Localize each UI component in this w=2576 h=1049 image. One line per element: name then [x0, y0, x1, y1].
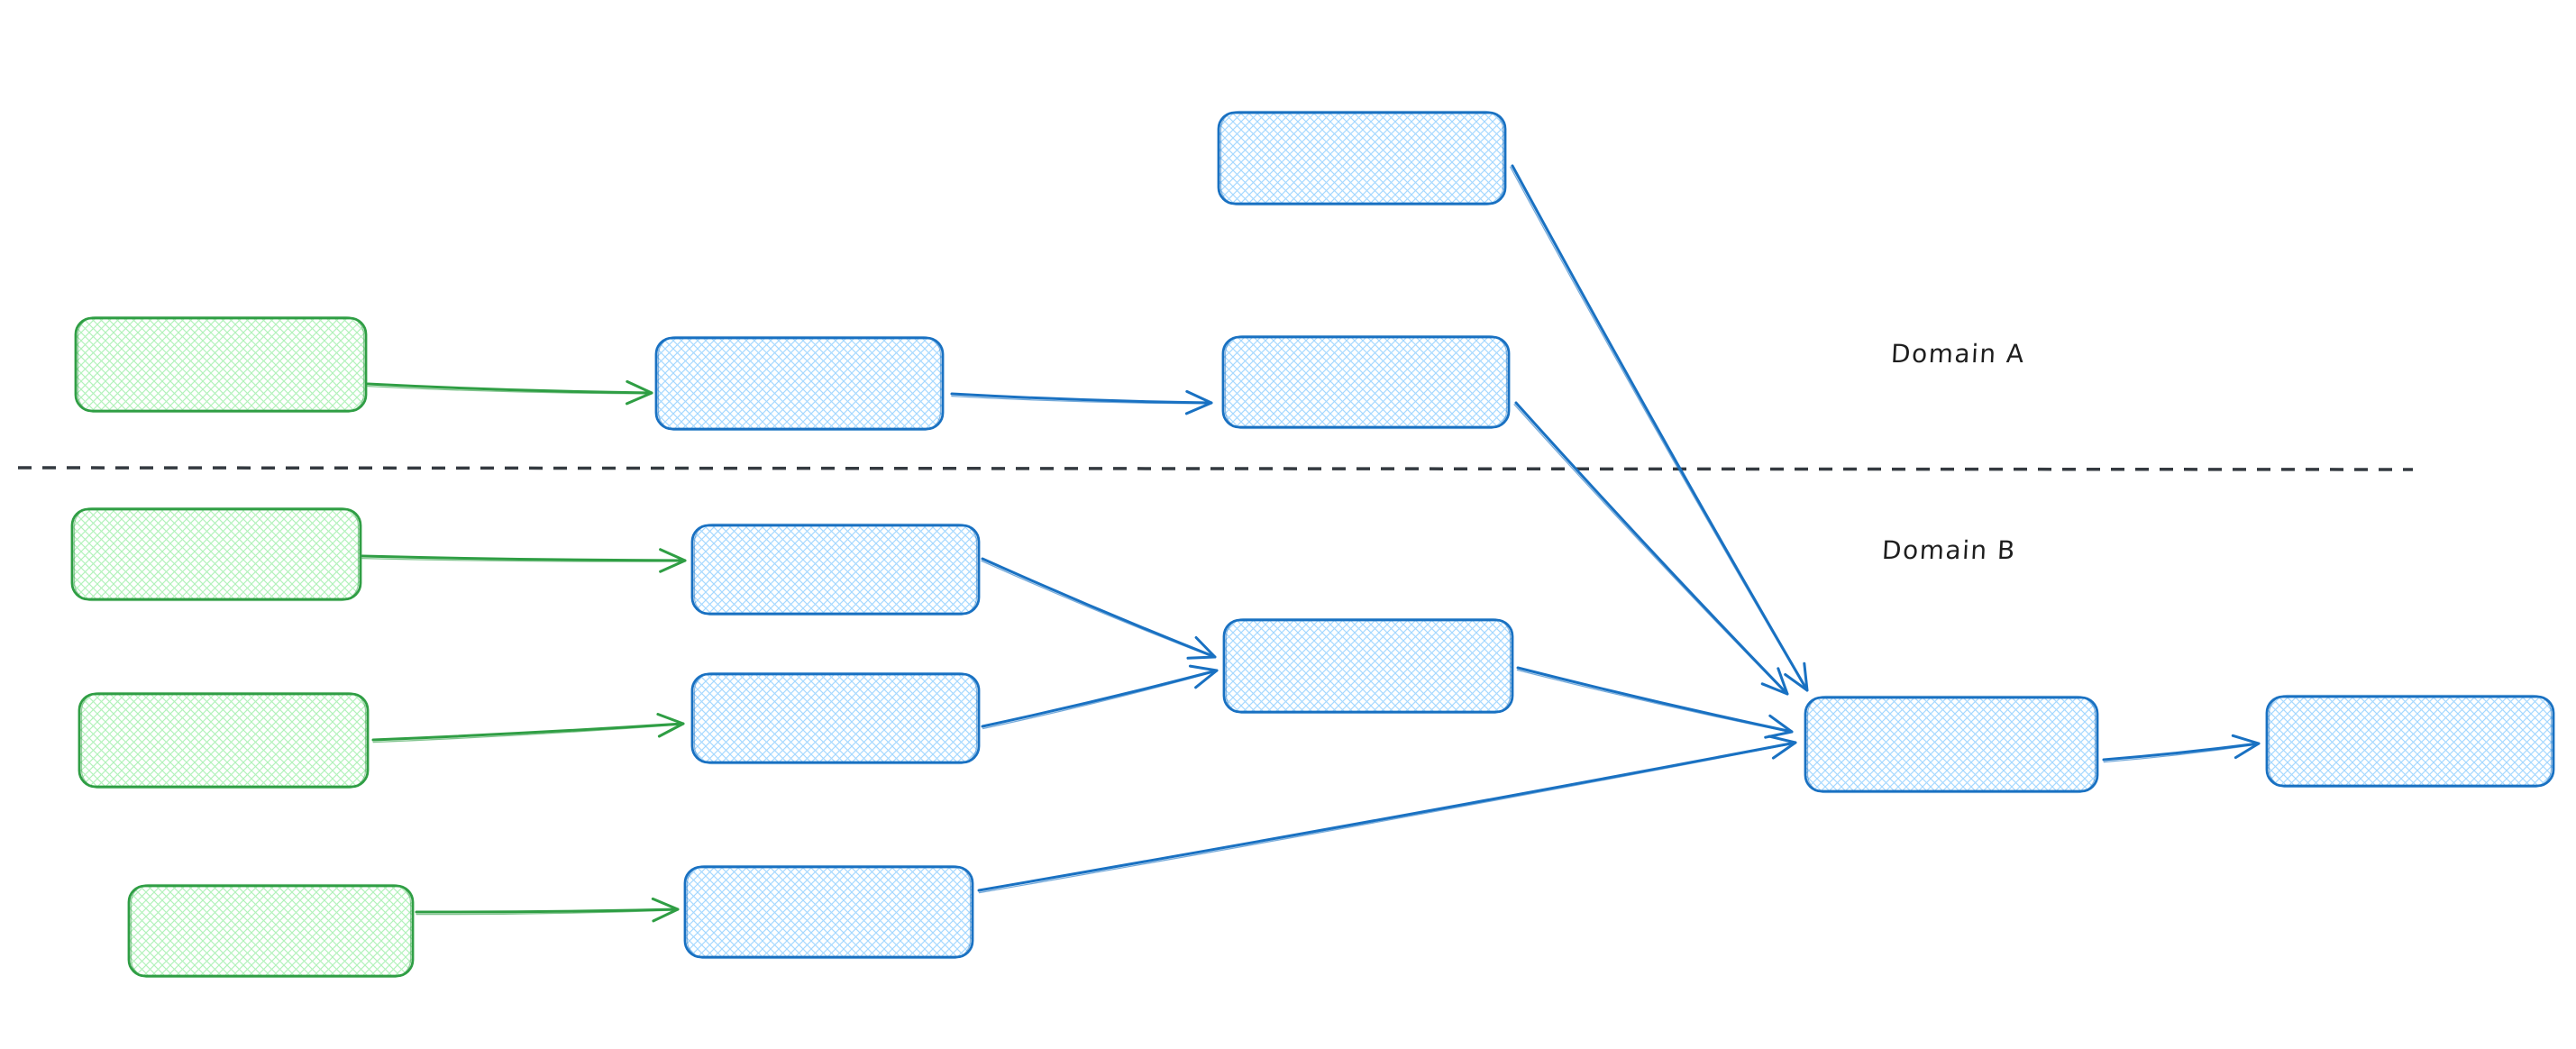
node-blue-stage1-b1: [690, 523, 981, 616]
arrow-blue-stage1-b2-to-merge: [981, 664, 1219, 730]
arrowhead: [659, 548, 687, 573]
node-blue-final: [2265, 694, 2555, 789]
arrowhead: [1184, 389, 1213, 415]
arrowhead: [1764, 714, 1794, 739]
arrow-green-source-b1-to-stage1-b1: [361, 548, 687, 573]
arrowhead: [1784, 661, 1809, 692]
node-blue-stage1-a: [654, 335, 945, 432]
node-blue-top-a: [1217, 110, 1507, 206]
arrowhead: [656, 713, 685, 738]
arrow-blue-stage1-a-to-stage2-a: [950, 389, 1213, 415]
node-blue-stage2-a: [1221, 334, 1511, 430]
arrow-green-source-b2-to-stage1-b2: [371, 713, 685, 743]
node-blue-merge-b: [1222, 617, 1514, 715]
node-green-source-b1: [70, 506, 362, 602]
domain-divider-line: [17, 466, 2414, 471]
arrowhead: [2231, 734, 2261, 760]
node-green-source-b3: [127, 883, 415, 979]
arrow-green-source-b3-to-stage1-b3: [415, 897, 680, 923]
arrowhead: [626, 379, 653, 406]
arrow-blue-top-a-to-hub: [1510, 164, 1809, 692]
arrow-blue-stage1-b1-to-merge: [981, 557, 1217, 660]
arrowhead: [1186, 636, 1217, 660]
arrow-green-source-a-to-stage1-a: [366, 379, 653, 406]
arrow-blue-stage2-a-to-hub: [1513, 401, 1789, 696]
node-green-source-a: [74, 315, 368, 414]
node-blue-stage1-b2: [690, 671, 981, 765]
arrow-blue-hub-to-final: [2102, 734, 2261, 763]
arrowhead: [1188, 664, 1219, 689]
arrowhead: [651, 897, 680, 923]
arrow-blue-merge-to-hub: [1516, 666, 1794, 739]
domain-b-label: Domain B: [1881, 535, 2017, 565]
node-green-source-b2: [78, 691, 370, 789]
domain-a-label: Domain A: [1890, 339, 2026, 369]
node-blue-hub: [1804, 695, 2099, 794]
arrowhead: [1768, 734, 1797, 760]
arrowhead: [1760, 667, 1789, 696]
node-blue-stage1-b3: [683, 864, 974, 960]
arrow-blue-stage1-b3-to-hub: [977, 734, 1797, 894]
